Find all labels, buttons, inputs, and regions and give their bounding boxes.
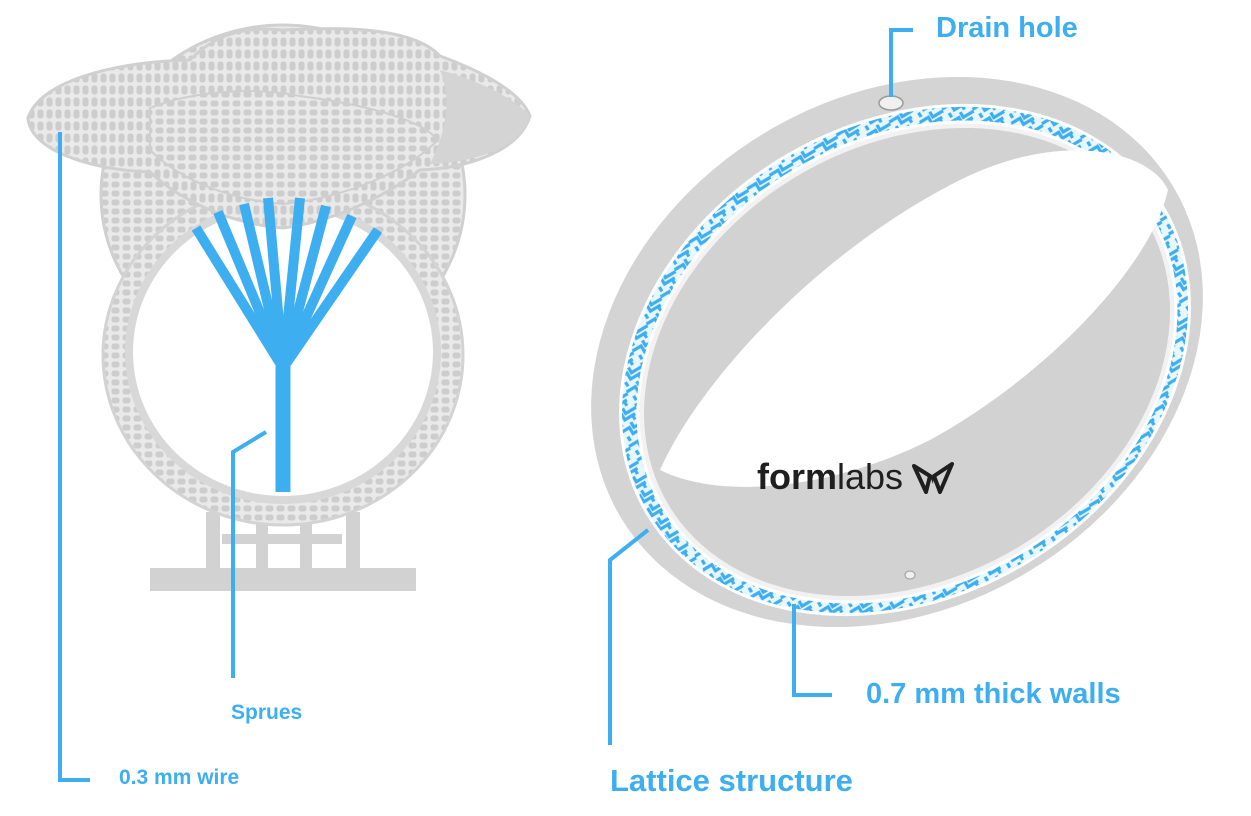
drain-hole bbox=[878, 95, 904, 111]
label-drain-hole: Drain hole bbox=[936, 12, 1078, 44]
callout-line-wire bbox=[58, 132, 90, 782]
support-post bbox=[300, 520, 312, 570]
label-sprues: Sprues bbox=[231, 701, 303, 724]
support-post bbox=[222, 534, 342, 544]
callout-line-sprues bbox=[231, 430, 268, 678]
hollow-band-model bbox=[591, 76, 1203, 628]
callout-line-lattice bbox=[608, 528, 650, 745]
lattice-ring-model bbox=[26, 23, 532, 591]
sprues bbox=[191, 197, 383, 492]
brand-wordmark-regular: labs bbox=[837, 456, 904, 497]
support-post bbox=[346, 512, 360, 570]
support-post bbox=[256, 520, 268, 570]
support-post bbox=[206, 512, 220, 570]
band-opening bbox=[660, 150, 1168, 487]
label-wire: 0.3 mm wire bbox=[119, 766, 240, 789]
build-base-plate bbox=[150, 568, 416, 591]
brand-wordmark-bold: form bbox=[757, 456, 837, 497]
callout-line-thick-walls bbox=[792, 604, 832, 697]
callout-line-drain-hole bbox=[889, 28, 913, 97]
ring-flower-petal bbox=[430, 70, 530, 164]
brand-wordmark: formlabs bbox=[757, 459, 903, 495]
callout-lines bbox=[58, 28, 913, 782]
drain-hole-small bbox=[904, 570, 916, 580]
label-lattice-structure: Lattice structure bbox=[610, 763, 853, 798]
ring-flower-petal bbox=[149, 90, 440, 206]
butterfly-logo-icon bbox=[912, 462, 954, 494]
label-thick-walls: 0.7 mm thick walls bbox=[866, 678, 1121, 710]
